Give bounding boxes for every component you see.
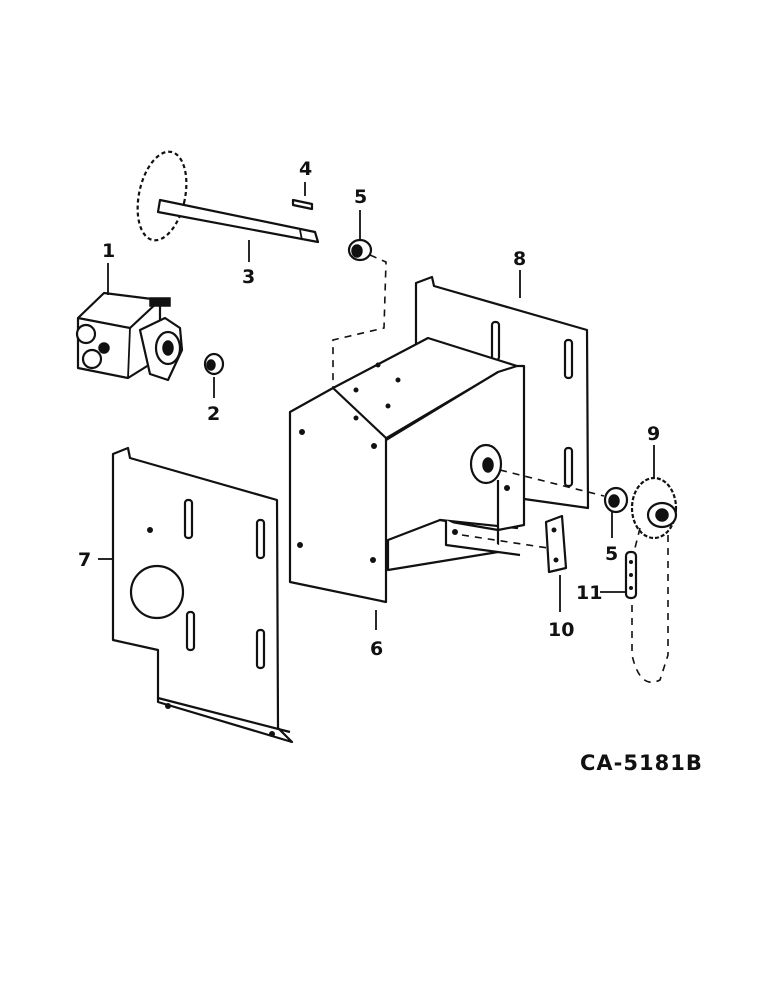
- part-11-chain-link: [624, 550, 638, 600]
- part-1-motor-unit: [75, 291, 184, 382]
- callout-2: 2: [207, 403, 220, 425]
- assembly-path-bearing: [332, 254, 387, 388]
- callout-10: 10: [548, 619, 574, 641]
- part-6-box-housing: [288, 336, 526, 604]
- chain-loop: [631, 527, 669, 683]
- callout-7: 7: [78, 549, 91, 571]
- callout-5-side: 5: [605, 543, 618, 565]
- callout-1: 1: [102, 240, 115, 262]
- part-8-rear-plate: [414, 275, 590, 510]
- callout-9: 9: [647, 423, 660, 445]
- part-5-bearing-side: [603, 486, 629, 514]
- assembly-path-bracket: [461, 534, 549, 549]
- callout-8: 8: [513, 248, 526, 270]
- part-10-bracket: [544, 514, 568, 574]
- part-5-bearing-top: [347, 238, 373, 262]
- callout-6: 6: [370, 638, 383, 660]
- part-2-bushing: [203, 352, 225, 376]
- part-4-pin: [291, 198, 314, 211]
- callout-5-top: 5: [354, 186, 367, 208]
- callout-11: 11: [576, 582, 602, 604]
- leader-lines: [98, 182, 655, 630]
- callout-4: 4: [299, 158, 312, 180]
- drawing-code: CA-5181B: [580, 751, 703, 775]
- assembly-path-side-bearing: [499, 469, 605, 497]
- callout-3: 3: [242, 266, 255, 288]
- part-3-shaft: [136, 150, 320, 244]
- part-7-front-plate: [111, 446, 294, 744]
- part-9-sprocket: [630, 476, 678, 540]
